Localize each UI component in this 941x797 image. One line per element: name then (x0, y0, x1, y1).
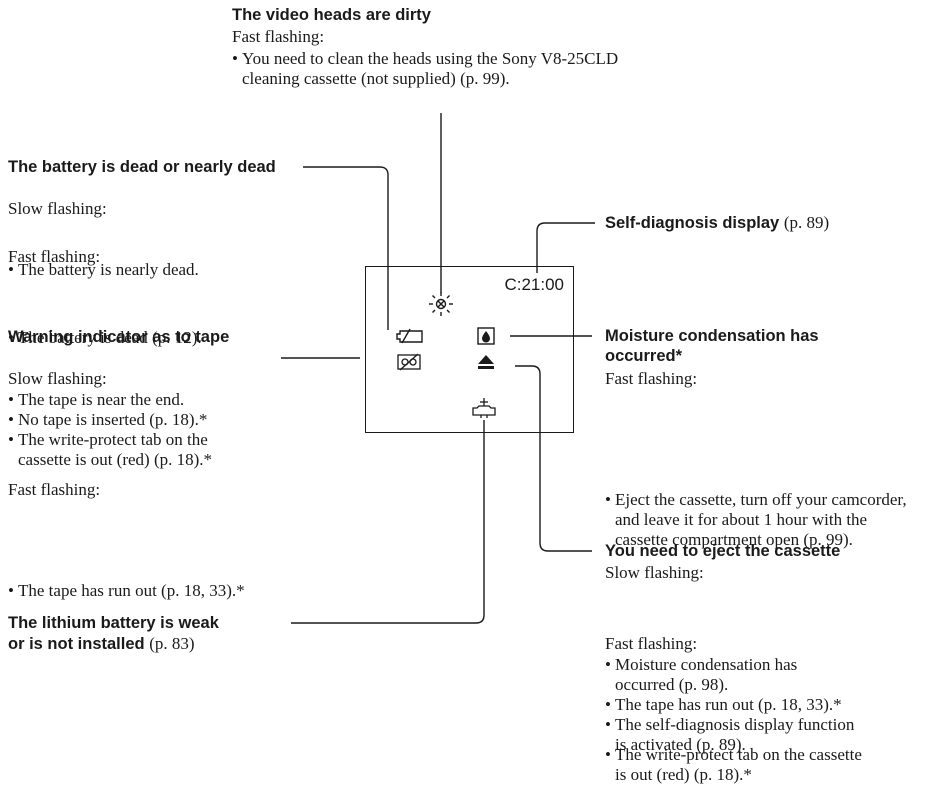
tape-title: Warning indicator as to tape (8, 328, 230, 346)
lithium-title-line2: or is not installed (p. 83) (8, 634, 195, 653)
heads-item: You need to clean the heads using the So… (232, 49, 662, 89)
moisture-mode: Fast flashing: (605, 369, 698, 388)
tape-slow-item: The tape is near the end. (8, 390, 308, 410)
heads-mode: Fast flashing: (232, 27, 325, 46)
tape-warning-icon (397, 353, 421, 371)
selfdiag-title: Self-diagnosis display (p. 89) (605, 213, 829, 233)
tape-fast-item: The tape has run out (p. 18, 33).* (8, 581, 941, 601)
leader-eject (515, 365, 592, 552)
battery-slow-item: The battery is nearly dead. (8, 260, 941, 280)
leader-selfdiag (536, 222, 595, 273)
eject-fast-item: Moisture condensation has occurred (p. 9… (605, 655, 855, 695)
tape-slow-mode: Slow flashing: (8, 369, 107, 388)
eject-title: You need to eject the cassette (605, 542, 841, 560)
lithium-title-line1: The lithium battery is weak (8, 614, 219, 632)
eject-slow-mode: Slow flashing: (605, 563, 704, 582)
video-head-dirty-icon (429, 292, 453, 316)
eject-icon (478, 355, 494, 369)
battery-slow-mode: Slow flashing: (8, 199, 107, 218)
battery-fast-mode: Fast flashing: (8, 247, 101, 266)
selfdiag-ref: (p. 89) (783, 213, 830, 232)
selfdiag-label: Self-diagnosis display (605, 214, 780, 232)
lithium-ref: (p. 83) (149, 634, 195, 653)
tape-slow-item: The write-protect tab on the cassette is… (8, 430, 248, 470)
eject-fast-item: The tape has run out (p. 18, 33).* (605, 695, 855, 715)
leader-lithium (291, 420, 485, 624)
tape-fast-mode: Fast flashing: (8, 480, 101, 499)
moisture-title: Moisture condensation has occurred* (605, 327, 819, 365)
eject-fast-item: The self-diagnosis display function is a… (605, 715, 855, 755)
eject-fast-mode: Fast flashing: (605, 634, 698, 653)
leader-battery (303, 166, 389, 330)
moisture-icon (477, 327, 495, 345)
tape-slow-item: No tape is inserted (p. 18).* (8, 410, 308, 430)
viewfinder-screen: C:21:00 (365, 266, 574, 433)
eject-fast-list: Moisture condensation has occurred (p. 9… (605, 655, 855, 755)
self-diagnosis-code: C:21:00 (504, 275, 564, 294)
battery-title: The battery is dead or nearly dead (8, 158, 276, 176)
moisture-item: Eject the cassette, turn off your camcor… (605, 490, 915, 550)
heads-title: The video heads are dirty (232, 6, 431, 24)
battery-fast-item: The battery is dead (p. 12). (8, 328, 941, 348)
tape-slow-list: The tape is near the end. No tape is ins… (8, 390, 308, 470)
lithium-battery-icon (472, 398, 496, 418)
battery-empty-icon (396, 328, 423, 344)
